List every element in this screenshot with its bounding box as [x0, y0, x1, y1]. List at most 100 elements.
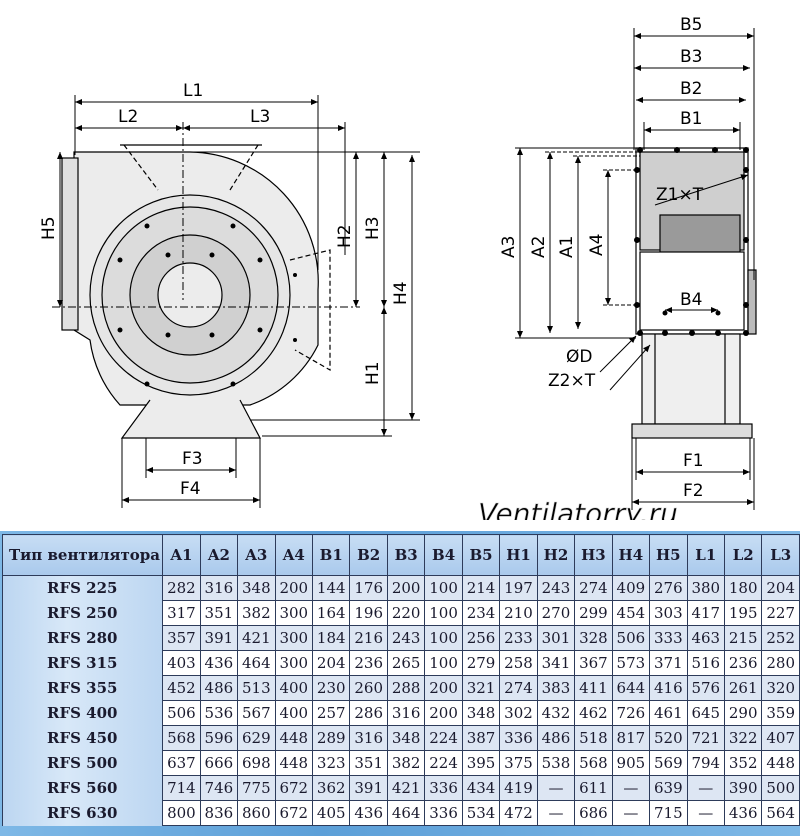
- value-cell: 204: [311, 650, 351, 676]
- value-cell: 746: [199, 775, 239, 801]
- label-b1: B1: [680, 109, 702, 129]
- value-cell: 596: [199, 725, 239, 751]
- value-cell: 390: [723, 775, 763, 801]
- value-cell: 506: [162, 700, 201, 726]
- value-cell: 836: [199, 800, 239, 826]
- value-cell: 698: [237, 750, 276, 776]
- value-cell: 341: [536, 650, 576, 676]
- label-l1: L1: [183, 81, 203, 101]
- value-cell: 421: [237, 625, 276, 651]
- value-cell: 279: [461, 650, 501, 676]
- value-cell: 568: [574, 750, 613, 776]
- value-cell: 336: [424, 800, 463, 826]
- front-view-dimensions: [52, 95, 420, 508]
- value-cell: 227: [761, 600, 800, 626]
- value-cell: 380: [686, 575, 725, 601]
- value-cell: 513: [237, 675, 276, 701]
- label-l3: L3: [250, 107, 270, 127]
- value-cell: 260: [349, 675, 388, 701]
- value-cell: 538: [536, 750, 576, 776]
- value-cell: 817: [611, 725, 651, 751]
- value-cell: 375: [499, 750, 538, 776]
- label-b2: B2: [680, 79, 702, 99]
- value-cell: 486: [199, 675, 239, 701]
- value-cell: 224: [424, 725, 463, 751]
- model-cell: RFS 280: [1, 625, 164, 651]
- value-cell: 321: [461, 675, 501, 701]
- value-cell: 454: [611, 600, 651, 626]
- label-d: ØD: [566, 347, 592, 367]
- label-z2t: Z2×T: [548, 371, 596, 391]
- value-cell: 672: [274, 800, 314, 826]
- value-cell: 367: [574, 650, 613, 676]
- value-cell: 391: [199, 625, 239, 651]
- label-h1: H1: [363, 361, 383, 385]
- value-cell: 800: [162, 800, 201, 826]
- value-cell: 200: [424, 700, 463, 726]
- label-b4: B4: [680, 290, 702, 310]
- value-cell: 196: [349, 600, 388, 626]
- value-cell: 644: [611, 675, 651, 701]
- label-z1t: Z1×T: [656, 185, 704, 205]
- value-cell: 302: [499, 700, 538, 726]
- column-header-a2: A2: [199, 534, 239, 576]
- value-cell: 382: [386, 750, 426, 776]
- front-view-labels: L1 L2 L3 H5 H2 H3 H4 H1 F3 F4: [39, 81, 411, 499]
- column-header-a4: A4: [274, 534, 314, 576]
- value-cell: 775: [237, 775, 276, 801]
- value-cell: 274: [499, 675, 538, 701]
- value-cell: 448: [274, 725, 314, 751]
- value-cell: 714: [162, 775, 201, 801]
- value-cell: 500: [761, 775, 800, 801]
- value-cell: 416: [649, 675, 688, 701]
- value-cell: 686: [574, 800, 613, 826]
- model-cell: RFS 250: [1, 600, 164, 626]
- value-cell: 400: [274, 675, 314, 701]
- value-cell: 233: [499, 625, 538, 651]
- column-header-h5: H5: [649, 534, 688, 576]
- value-cell: 300: [274, 650, 314, 676]
- value-cell: 371: [649, 650, 688, 676]
- value-cell: 100: [424, 600, 463, 626]
- column-header-l2: L2: [723, 534, 763, 576]
- value-cell: 407: [761, 725, 800, 751]
- value-cell: 726: [611, 700, 651, 726]
- value-cell: 452: [162, 675, 201, 701]
- value-cell: 461: [649, 700, 688, 726]
- value-cell: 333: [649, 625, 688, 651]
- model-cell: RFS 560: [1, 775, 164, 801]
- value-cell: 252: [761, 625, 800, 651]
- value-cell: 303: [649, 600, 688, 626]
- value-cell: 270: [536, 600, 576, 626]
- value-cell: 276: [649, 575, 688, 601]
- model-cell: RFS 225: [1, 575, 164, 601]
- value-cell: 316: [349, 725, 388, 751]
- value-cell: 214: [461, 575, 501, 601]
- value-cell: 197: [499, 575, 538, 601]
- value-cell: 348: [461, 700, 501, 726]
- value-cell: 210: [499, 600, 538, 626]
- side-view: [631, 147, 757, 439]
- value-cell: 348: [237, 575, 276, 601]
- value-cell: 351: [349, 750, 388, 776]
- value-cell: 448: [274, 750, 314, 776]
- value-cell: 359: [761, 700, 800, 726]
- value-cell: 568: [162, 725, 201, 751]
- column-header-h1: H1: [499, 534, 538, 576]
- value-cell: 387: [461, 725, 501, 751]
- value-cell: 567: [237, 700, 276, 726]
- value-cell: 536: [199, 700, 239, 726]
- value-cell: 395: [461, 750, 501, 776]
- value-cell: 100: [424, 650, 463, 676]
- value-cell: 274: [574, 575, 613, 601]
- label-f3: F3: [182, 449, 203, 469]
- value-cell: 280: [761, 650, 800, 676]
- value-cell: 234: [461, 600, 501, 626]
- value-cell: 351: [199, 600, 239, 626]
- column-header-b2: B2: [349, 534, 388, 576]
